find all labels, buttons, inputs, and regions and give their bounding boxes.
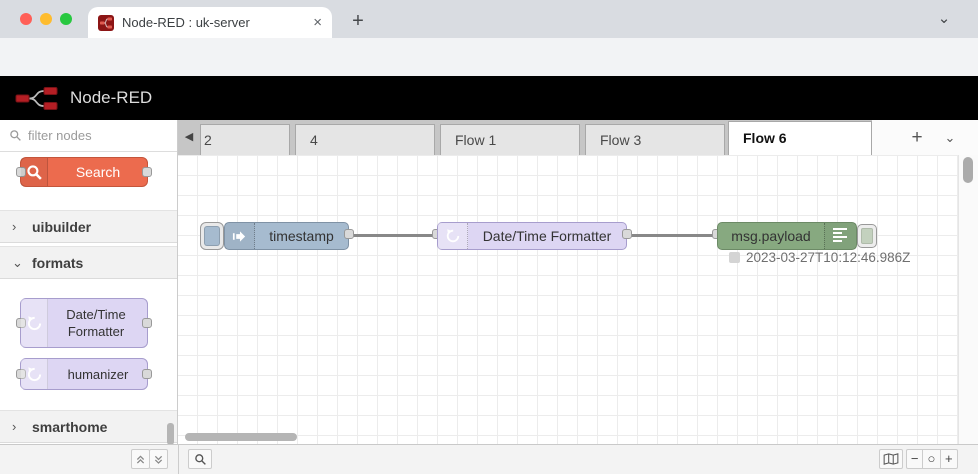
wire-inject-to-formatter[interactable]: [349, 234, 439, 237]
flow-tab-2[interactable]: 2: [200, 124, 290, 155]
search-icon: [10, 130, 21, 141]
palette-node-datetime-formatter[interactable]: Date/Time Formatter: [16, 298, 152, 348]
palette-expand-all-button[interactable]: [149, 449, 168, 469]
double-chevron-down-icon: [154, 455, 163, 464]
close-window-button[interactable]: [20, 13, 32, 25]
node-status-indicator: [729, 252, 740, 263]
browser-tab-title: Node-RED : uk-server: [122, 15, 250, 30]
palette-scrollbar-thumb[interactable]: [167, 423, 174, 445]
zoom-controls: − ○ +: [906, 449, 958, 469]
map-icon: [883, 453, 899, 465]
palette-category-smarthome[interactable]: › smarthome: [0, 410, 177, 443]
clock-node-icon: [438, 223, 468, 249]
flow-tab-4[interactable]: 4: [295, 124, 435, 155]
footer-divider: [178, 444, 179, 474]
flow-tab-flow1[interactable]: Flow 1: [440, 124, 580, 155]
canvas-vertical-scrollbar[interactable]: [958, 155, 978, 444]
canvas-vertical-scrollbar-thumb[interactable]: [963, 157, 973, 183]
search-icon: [194, 453, 206, 465]
node-red-logo: [15, 87, 58, 110]
node-red-header: Node-RED Deploy ▾: [0, 76, 978, 190]
node-status-text: 2023-03-27T10:12:46.986Z: [746, 250, 911, 265]
node-output-port[interactable]: [142, 318, 152, 328]
minimize-window-button[interactable]: [40, 13, 52, 25]
debug-enable-toggle[interactable]: [857, 224, 877, 248]
node-label: Date/Time Formatter: [482, 228, 612, 244]
node-output-port[interactable]: [344, 229, 354, 239]
clock-node-icon: [21, 299, 48, 347]
canvas-horizontal-scrollbar-thumb[interactable]: [185, 433, 297, 441]
fullscreen-window-button[interactable]: [60, 13, 72, 25]
node-input-port[interactable]: [16, 167, 26, 177]
node-palette: Search › uibuilder ⌄ formats Date/Time F…: [0, 120, 178, 445]
debug-list-icon: [824, 223, 856, 249]
tab-close-icon[interactable]: ×: [313, 14, 322, 31]
clock-node-icon: [21, 359, 48, 389]
node-input-port[interactable]: [16, 369, 26, 379]
inject-node-timestamp[interactable]: timestamp: [224, 222, 349, 250]
tab-bar-right-area: [872, 120, 978, 155]
flow-tab-flow6-active[interactable]: Flow 6: [728, 121, 872, 155]
node-red-favicon: [98, 14, 114, 31]
chevron-right-icon: ›: [12, 419, 17, 434]
inject-trigger-button[interactable]: [200, 222, 224, 250]
zoom-reset-button[interactable]: ○: [923, 449, 941, 469]
node-output-port[interactable]: [142, 369, 152, 379]
palette-node-label: humanizer: [67, 366, 129, 382]
add-flow-button[interactable]: +: [911, 127, 923, 148]
search-node-icon: [21, 158, 48, 186]
navigator-map-button[interactable]: [879, 449, 903, 469]
palette-category-uibuilder[interactable]: › uibuilder: [0, 210, 177, 243]
new-tab-button[interactable]: +: [352, 10, 364, 32]
tab-list-chevron-icon[interactable]: ⌄: [944, 130, 956, 145]
debug-node-msg-payload[interactable]: msg.payload: [717, 222, 857, 250]
zoom-in-button[interactable]: +: [940, 449, 958, 469]
tab-scroll-left-button[interactable]: ◀: [184, 131, 194, 143]
palette-node-label: Search: [75, 164, 121, 180]
palette-collapse-all-button[interactable]: [131, 449, 150, 469]
node-red-brand-title: Node-RED: [70, 88, 153, 107]
palette-filter-box[interactable]: [0, 120, 177, 152]
chevron-right-icon: ›: [12, 219, 17, 234]
node-label: timestamp: [269, 228, 334, 244]
node-output-port[interactable]: [622, 229, 632, 239]
double-chevron-up-icon: [136, 454, 145, 463]
palette-node-humanizer[interactable]: humanizer: [16, 358, 152, 390]
flow-canvas[interactable]: timestamp Date/Time Formatter msg.payloa…: [178, 155, 958, 444]
tab-search-chevron-icon[interactable]: ⌄: [937, 10, 951, 27]
node-input-port[interactable]: [16, 318, 26, 328]
palette-node-label: Date/Time Formatter: [66, 307, 126, 339]
inject-arrow-icon: [225, 223, 255, 249]
zoom-out-button[interactable]: −: [906, 449, 924, 469]
browser-toolbar: ← → ↻ ⚠ Not Secure uk-server:2718 /#flow…: [0, 38, 978, 109]
browser-tab[interactable]: Node-RED : uk-server ×: [88, 7, 332, 38]
browser-tab-strip: Node-RED : uk-server × + ⌄: [0, 0, 978, 38]
palette-category-formats[interactable]: ⌄ formats: [0, 246, 177, 279]
node-label: msg.payload: [731, 228, 811, 244]
palette-node-search[interactable]: Search: [16, 157, 152, 187]
flow-tab-flow3[interactable]: Flow 3: [585, 124, 725, 155]
wire-formatter-to-debug[interactable]: [627, 234, 719, 237]
filter-nodes-input[interactable]: [28, 128, 158, 143]
node-output-port[interactable]: [142, 167, 152, 177]
chevron-down-icon: ⌄: [12, 254, 23, 270]
canvas-search-button[interactable]: [188, 449, 212, 469]
datetime-formatter-node[interactable]: Date/Time Formatter: [437, 222, 627, 250]
